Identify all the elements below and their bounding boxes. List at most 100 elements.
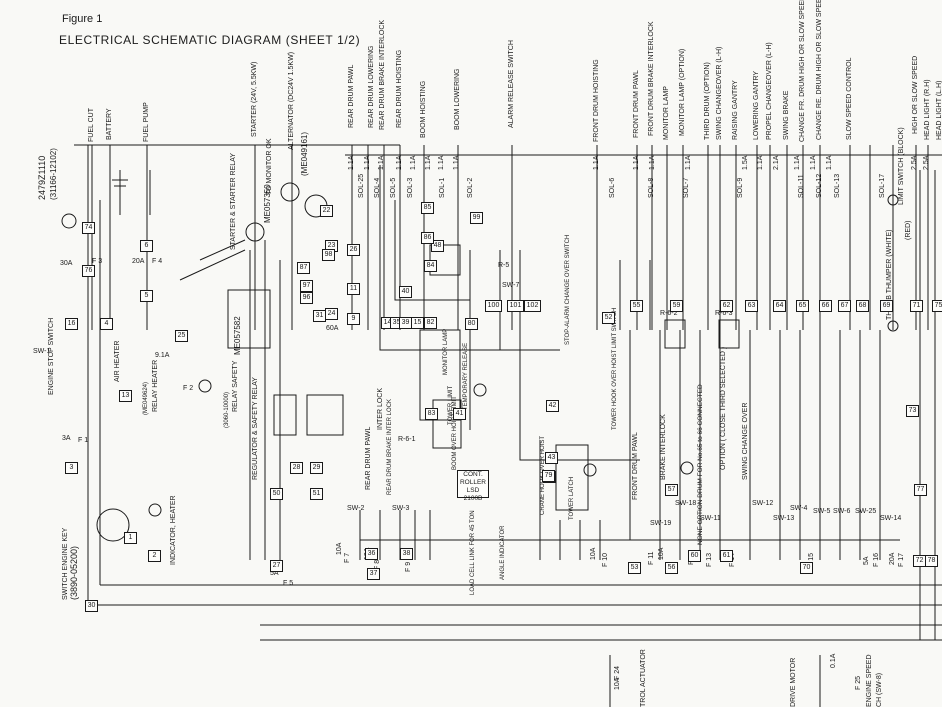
switch-sw5: SW-5 — [813, 508, 831, 515]
top-label-28: HEAD LIGHT (L.H) — [936, 80, 942, 140]
wire-number-box: 5 — [140, 290, 153, 302]
fuse-top-11: 1.1A — [685, 155, 692, 170]
tower-hook-label: TOWER HOOK OVER HOIST LIMIT SWITCH — [612, 307, 618, 430]
relay-r5: R-5 — [498, 262, 510, 269]
wire-number-box: 76 — [82, 265, 95, 277]
sw8-label: CH (SW-8) — [876, 672, 883, 707]
wire-number-box: 48 — [431, 240, 444, 252]
top-label-4: ALTERNATOR (DC24V 1.5KW) — [288, 51, 295, 150]
wire-number-box: 74 — [82, 222, 95, 234]
wire-number-box: 60 — [688, 550, 701, 562]
wire-number-box: 61 — [720, 550, 733, 562]
relay-r6-3: R-6-3 — [715, 310, 733, 317]
fuse-5a: 5A — [270, 570, 279, 577]
interlock-label: INTER LOCK — [377, 387, 384, 430]
wire-number-box: 69 — [880, 300, 893, 312]
wire-number-box: 43 — [545, 452, 558, 464]
switch-sw18: SW-18 — [675, 500, 697, 507]
fuse-top-19: 2.5A — [923, 155, 930, 170]
wire-number-box: 3 — [65, 462, 78, 474]
top-label-13: FRONT DRUM PAWL — [633, 70, 640, 138]
relay-safety-label: RELAY SAFETY — [232, 360, 239, 412]
fuse-top-2: 1.1A — [378, 155, 385, 170]
fuse-f3: F 3 — [92, 258, 103, 265]
front-drum-pawl-mid-label: FRONT DRUM PAWL — [632, 432, 639, 500]
wire-number-box: 9 — [347, 313, 360, 325]
wire-number-box: 97 — [300, 280, 313, 292]
wire-number-box: 78 — [925, 555, 938, 567]
top-label-22: SWING BRAKE — [783, 90, 790, 140]
wire-number-box: 56 — [665, 562, 678, 574]
fuse-top-15: 1.1A — [794, 155, 801, 170]
wire-number-box: 79 — [542, 470, 555, 482]
top-label-26: HIGH OR SLOW SPEED — [912, 55, 919, 134]
wire-number-box: 85 — [421, 202, 434, 214]
fuse-f5: F 5 — [283, 580, 294, 587]
wire-number-box: 36 — [365, 548, 378, 560]
load-cell-label: LOAD CELL LINK FOR 45 TON — [470, 510, 476, 595]
rear-drum-pawl-label: REAR DRUM PAWL — [365, 426, 372, 490]
wire-number-box: 28 — [290, 462, 303, 474]
fuse-top-1: 1.1A — [364, 155, 371, 170]
wire-number-box: 41 — [453, 408, 466, 420]
fuse-top-12: 1.5A — [742, 155, 749, 170]
fuse-top-16: 1.1A — [810, 155, 817, 170]
bottom-fuse-7: F 11 — [648, 551, 655, 566]
fuse-top-8: 1.1A — [593, 155, 600, 170]
fuse-20a: 20A — [132, 258, 145, 265]
fuse-top-17: 1.1A — [826, 155, 833, 170]
monitor-lamp-mid-label: MONITOR LAMP — [443, 328, 449, 375]
fuse-top-14: 2.1A — [773, 155, 780, 170]
relay-heater-label: RELAY HEATER — [152, 359, 159, 412]
wire-number-box: 57 — [665, 484, 678, 496]
top-label-2: FUEL PUMP — [143, 102, 150, 142]
bottom-fuse-0: 10A — [336, 542, 343, 555]
wire-number-box: 1 — [124, 532, 137, 544]
solenoid-7: SOL-8 — [648, 177, 655, 198]
wire-number-box: 71 — [910, 300, 923, 312]
wire-number-box: 99 — [470, 212, 483, 224]
drive-motor-label: DRIVE MOTOR — [790, 657, 797, 707]
wire-number-box: 84 — [424, 260, 437, 272]
wire-number-box: 59 — [670, 300, 683, 312]
top-label-0: FUEL CUT — [88, 108, 95, 142]
regulator-label: REGULATOR & SAFETY RELAY — [252, 377, 259, 480]
fuse-top-4: 1.1A — [410, 155, 417, 170]
bottom-fuse-13: 5A — [863, 556, 870, 565]
fuse-top-7: 1.1A — [453, 155, 460, 170]
red-label: (RED) — [905, 220, 912, 240]
wire-number-box: 64 — [773, 300, 786, 312]
switch-sw13: SW-13 — [773, 515, 795, 522]
bottom-fuse-14: F 16 — [873, 552, 880, 567]
switch-sw11: SW-11 — [700, 515, 721, 522]
wire-number-box: 66 — [819, 300, 832, 312]
top-label-19: RAISING GANTRY — [732, 80, 739, 140]
bottom-fuse-6: F 10 — [602, 552, 609, 567]
wire-number-box: 82 — [424, 317, 437, 329]
switch-sw6: SW-6 — [833, 508, 851, 515]
wire-number-box: 102 — [524, 300, 541, 312]
fuse-30a: 30A — [60, 260, 73, 267]
top-label-6: REAR DRUM LOWERING — [368, 45, 375, 128]
wire-number-box: 65 — [796, 300, 809, 312]
part-number-relay: ME057582 — [233, 316, 242, 355]
bottom-fuse-8: 10A — [658, 547, 665, 560]
solenoid-1: SOL-4 — [374, 177, 381, 198]
wire-number-box: 67 — [838, 300, 851, 312]
switch-sw3: SW-3 — [392, 505, 410, 512]
wire-number-box: 101 — [507, 300, 524, 312]
top-label-27: HEAD LIGHT (R.H) — [924, 79, 931, 140]
top-label-17: THIRD DRUM (OPTION) — [704, 62, 711, 140]
wire-number-box: 38 — [400, 548, 413, 560]
engine-speed-label: ENGINE SPEED — [866, 654, 873, 707]
wire-number-box: 13 — [119, 390, 132, 402]
switch-sw12: SW-12 — [752, 500, 774, 507]
wire-number-box: 68 — [856, 300, 869, 312]
top-label-16: MONITOR LAMP (OPTION) — [679, 48, 686, 136]
solenoid-5: SOL-2 — [467, 177, 474, 198]
fuse-3a: 3A — [62, 435, 71, 442]
page-title: ELECTRICAL SCHEMATIC DIAGRAM (SHEET 1/2) — [59, 33, 361, 47]
bottom-fuse-16: F 17 — [898, 552, 905, 567]
fuse-top-9: 1.1A — [633, 155, 640, 170]
